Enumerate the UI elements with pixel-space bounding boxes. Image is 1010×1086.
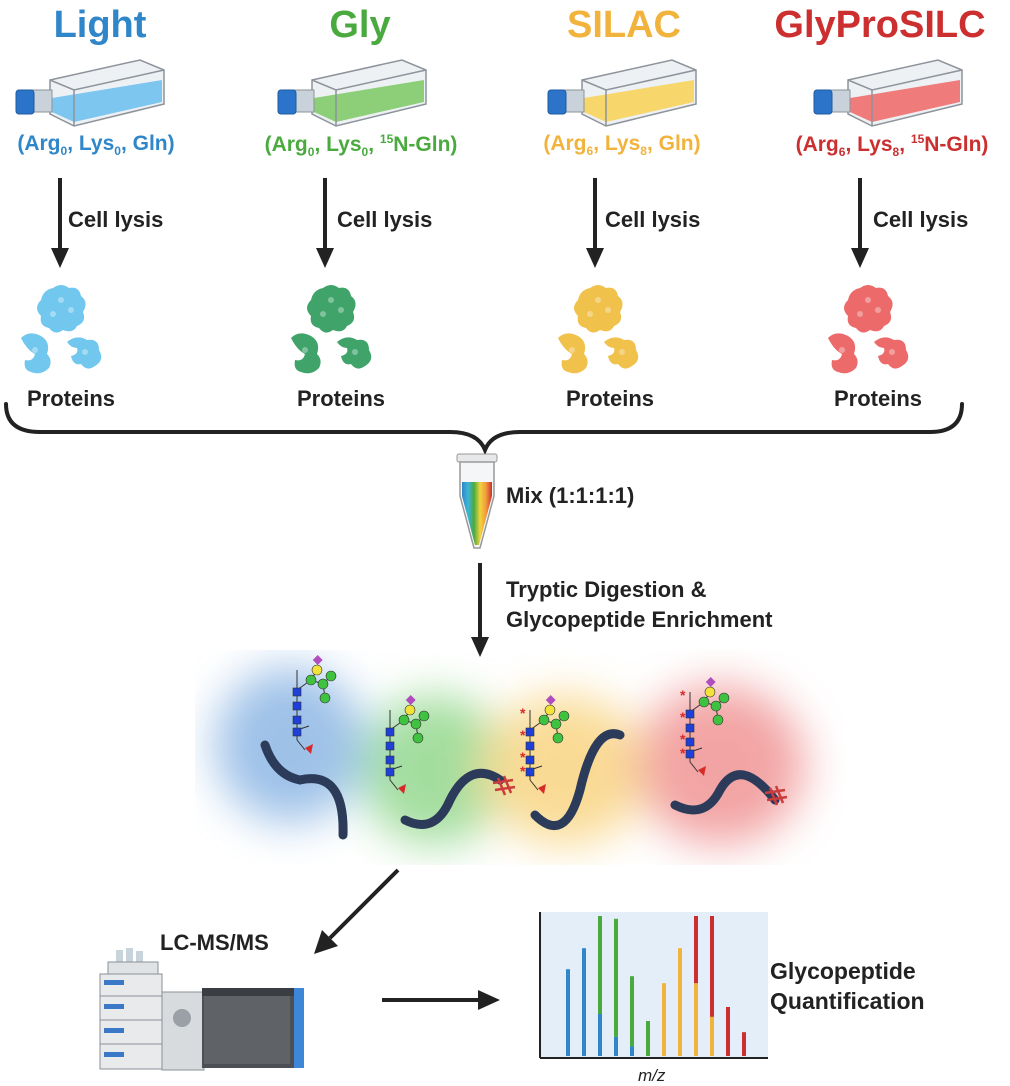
cell-lysis-label-gly: Cell lysis [337, 207, 433, 232]
reagent-text: 6 [838, 145, 846, 160]
protein-icon-glyprosilc [828, 285, 909, 374]
mix-label: Mix (1:1:1:1) [506, 483, 635, 508]
spectrum-bar [742, 1032, 746, 1056]
proteins-label-gly: Proteins [296, 386, 386, 411]
condition-title-silac: SILAC [567, 4, 681, 46]
reagent-text: , Gln) [646, 132, 701, 155]
reagent-text: (Arg [17, 132, 61, 155]
reagent-text: , Lys [845, 133, 893, 156]
proteins-label-light: Proteins [26, 386, 116, 411]
svg-text:*: * [680, 745, 686, 761]
proteins-label-glyprosilc: Proteins [833, 386, 923, 411]
flask-icon-glyprosilc [813, 59, 963, 127]
arrow-icon-lysis-light [51, 178, 69, 268]
spectrum-bar [726, 1007, 730, 1056]
arrow-icon-lysis-gly [316, 178, 334, 268]
digestion-label-line1: Tryptic Digestion & [506, 577, 707, 602]
digestion-label-line2: Glycopeptide Enrichment [506, 607, 773, 632]
spectrum-xlabel: m/z [638, 1066, 666, 1085]
svg-text:*: * [520, 705, 526, 721]
spectrum-bar [582, 948, 586, 1056]
svg-text:*: * [680, 731, 686, 747]
glycan-icon-silac: **** [520, 695, 570, 794]
reagents-glyprosilc: (Arg6, Lys8, 15N-Gln) [767, 132, 1010, 159]
condition-title-gly: Gly [329, 4, 391, 46]
reagent-text: (Arg [264, 133, 308, 156]
protein-icon-gly [291, 285, 372, 374]
reagent-text: (Arg [543, 132, 587, 155]
reagents-light: (Arg0, Lys0, Gln) [0, 132, 221, 158]
svg-text:*: * [520, 763, 526, 779]
spectrum-chart [539, 912, 768, 1059]
reagent-text: , [368, 133, 380, 156]
spectrum-bar [598, 916, 602, 1014]
reagent-text: 0 [60, 144, 68, 159]
protein-icon-light [21, 285, 102, 374]
condition-title-glyprosilc: GlyProSILC [774, 4, 986, 46]
lcms-instrument-icon [99, 948, 304, 1071]
svg-text:*: * [520, 749, 526, 765]
reagent-text: , Lys [593, 132, 641, 155]
tube-icon [456, 453, 498, 549]
spectrum-bar [566, 969, 570, 1056]
spectrum-bar [598, 1014, 602, 1056]
svg-text:*: * [680, 709, 686, 725]
condition-title-light: Light [53, 4, 147, 46]
spectrum-bar [678, 948, 682, 1056]
reagent-text: , Lys [314, 133, 362, 156]
svg-text:*: * [680, 687, 686, 703]
glycan-icon-light [292, 655, 337, 754]
reagent-text: , Lys [67, 132, 115, 155]
reagent-text: N-Gln) [924, 133, 989, 156]
arrow-icon-digestion [471, 563, 489, 657]
reagent-text: 15 [910, 132, 925, 146]
lcms-label: LC-MS/MS [160, 930, 269, 955]
glycopeptides-illustration: **** **** [215, 655, 805, 845]
reagent-text: 0 [114, 144, 121, 159]
flask-icon-light [15, 59, 165, 127]
reagent-text: N-Gln) [393, 133, 458, 156]
cell-lysis-label-silac: Cell lysis [605, 207, 701, 232]
cell-lysis-label-light: Cell lysis [68, 207, 164, 232]
reagent-text: 8 [640, 144, 647, 159]
reagents-silac: (Arg6, Lys8, Gln) [497, 132, 747, 158]
merge-brace [4, 402, 964, 456]
flask-icon-silac [547, 59, 697, 127]
cell-lysis-label-glyprosilc: Cell lysis [873, 207, 969, 232]
spectrum-bar [710, 916, 714, 1017]
spectrum-bar [710, 1016, 714, 1056]
quant-label-line2: Quantification [770, 988, 925, 1014]
glycan-icon-gly [385, 695, 430, 794]
spectrum-bar [630, 1046, 634, 1056]
hash-icon [492, 775, 516, 796]
reagent-text: (Arg [795, 133, 839, 156]
spectrum-bar [694, 916, 698, 984]
spectrum-bar [646, 1021, 650, 1056]
reagent-text: 6 [586, 144, 594, 159]
quant-label-line1: Glycopeptide [770, 958, 916, 984]
spectrum-bar [694, 983, 698, 1056]
arrow-icon-lysis-silac [586, 178, 604, 268]
proteins-label-silac: Proteins [565, 386, 655, 411]
reagent-text: , [899, 133, 911, 156]
reagent-text: 0 [307, 145, 315, 160]
reagent-text: 0 [361, 145, 369, 160]
reagents-gly: (Arg0, Lys0, 15N-Gln) [236, 132, 486, 159]
spectrum-bar [614, 1036, 618, 1056]
arrow-icon-to-spectrum [382, 990, 500, 1010]
hash-icon [764, 785, 788, 806]
flask-icon-gly [277, 59, 427, 127]
reagent-text: 8 [892, 145, 900, 160]
svg-text:*: * [520, 727, 526, 743]
reagent-text: 15 [379, 132, 394, 146]
arrow-icon-to-lcms [314, 868, 400, 954]
spectrum-bar [630, 976, 634, 1047]
protein-icon-silac [558, 285, 639, 374]
spectrum-bar [614, 918, 618, 1037]
reagent-text: , Gln) [120, 132, 175, 155]
arrow-icon-lysis-glyprosilc [851, 178, 869, 268]
spectrum-bar [662, 983, 666, 1056]
